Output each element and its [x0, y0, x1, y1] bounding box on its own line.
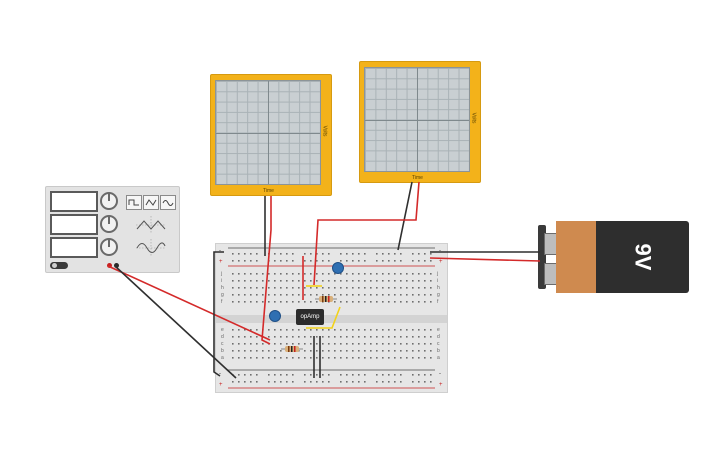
wire-red — [261, 196, 272, 345]
resistor-2[interactable] — [281, 345, 303, 353]
amplitude-knob[interactable] — [100, 215, 118, 233]
amplitude-display — [50, 214, 98, 235]
function-generator[interactable] — [45, 186, 180, 273]
rail-sign: + — [219, 259, 223, 265]
power-switch[interactable] — [50, 262, 68, 269]
wire-red — [313, 181, 420, 286]
offset-display — [50, 237, 98, 258]
opamp-label: opAmp — [300, 314, 320, 320]
rail-sign: + — [439, 382, 443, 388]
rail-sign: - — [219, 371, 221, 377]
breadboard-holes — [228, 247, 435, 389]
time-label: Time — [263, 188, 274, 194]
rail-sign: - — [439, 371, 441, 377]
wire-yellow — [306, 306, 341, 329]
triangle-wave-button[interactable] — [143, 195, 159, 210]
rail-sign: + — [439, 259, 443, 265]
resistor-1[interactable] — [315, 295, 337, 303]
frequency-knob[interactable] — [100, 192, 118, 210]
capacitor-2[interactable] — [269, 310, 281, 322]
capacitor-1[interactable] — [332, 262, 344, 274]
wire-black — [114, 265, 237, 379]
sine-wave-button[interactable] — [160, 195, 176, 210]
battery-9v[interactable]: 9V — [538, 221, 689, 293]
triangle-wave-icon — [145, 199, 157, 206]
battery-cap — [538, 225, 546, 289]
sine-wave-icon — [162, 200, 174, 206]
negative-terminal[interactable] — [114, 263, 119, 268]
time-label: Time — [412, 175, 423, 181]
offset-knob[interactable] — [100, 238, 118, 256]
oscilloscope-1[interactable]: Time Volts — [210, 74, 332, 196]
rail-sign: + — [219, 382, 223, 388]
square-wave-button[interactable] — [126, 195, 142, 210]
rail-sign: - — [439, 248, 441, 254]
square-wave-icon — [128, 199, 139, 206]
battery-copper-top — [556, 221, 596, 293]
breadboard-center-channel — [216, 315, 447, 323]
positive-terminal[interactable] — [107, 263, 112, 268]
wire-red — [107, 265, 271, 341]
oscilloscope-2[interactable]: Time Volts — [359, 61, 481, 183]
wire-black — [397, 181, 413, 251]
rail-sign: - — [219, 248, 221, 254]
wire-red — [429, 257, 541, 262]
opamp-chip[interactable]: opAmp — [296, 309, 324, 325]
battery-body — [596, 221, 689, 293]
wire-black — [213, 251, 224, 377]
waveform-preview-icon — [136, 216, 166, 234]
oscilloscope-screen — [364, 67, 470, 172]
frequency-display — [50, 191, 98, 212]
waveform-preview-icon — [136, 239, 166, 257]
oscilloscope-screen — [215, 80, 321, 185]
